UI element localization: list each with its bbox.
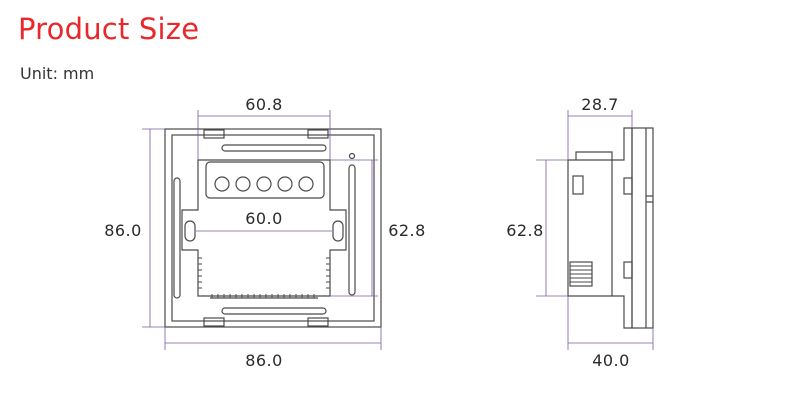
terminal-hole-1 [214,176,230,192]
label-side-height: 62.8 [506,221,544,240]
side-body [567,127,633,329]
connector-teeth [211,294,315,298]
top-clip-left [203,129,225,139]
terminal-hole-4 [277,176,293,192]
bottom-clip-right [307,317,329,327]
module-top [205,161,325,199]
side-dimension-lines [536,110,654,350]
side-tab-lower [623,261,633,279]
front-view [164,128,382,328]
right-side-slot [348,164,356,296]
indicator-dot [348,152,356,160]
terminal-hole-5 [298,176,314,192]
side-top-bracket [575,151,613,160]
terminal-hole-2 [235,176,251,192]
front-dimension-lines [142,110,382,350]
side-front-panel [631,127,654,329]
side-panel-notch [646,195,653,203]
label-top-depth: 28.7 [581,95,619,114]
label-bottom-width: 86.0 [245,351,283,370]
front-inner-frame [171,134,375,322]
side-terminal-lines [570,265,592,283]
side-tab-upper [623,177,633,195]
unit-label: Unit: mm [20,64,95,83]
left-screw-hole [184,220,196,242]
label-left-height: 86.0 [104,221,142,240]
top-clip-right [307,129,329,139]
page-title: Product Size [18,12,200,46]
front-outer-frame [164,128,382,328]
side-view [567,127,654,329]
label-top-width: 60.8 [245,95,283,114]
module-side-teeth-right [326,257,330,289]
bottom-clip-left [203,317,225,327]
module-side-teeth-left [198,257,202,289]
label-inner-width: 60.0 [245,209,283,228]
left-side-slot [173,177,181,299]
bottom-slot [221,307,327,315]
side-clip-top [572,175,584,195]
label-bottom-depth: 40.0 [592,351,630,370]
right-screw-hole [332,220,344,242]
label-right-height: 62.8 [388,221,426,240]
terminal-hole-3 [256,176,272,192]
top-slot [221,144,327,152]
